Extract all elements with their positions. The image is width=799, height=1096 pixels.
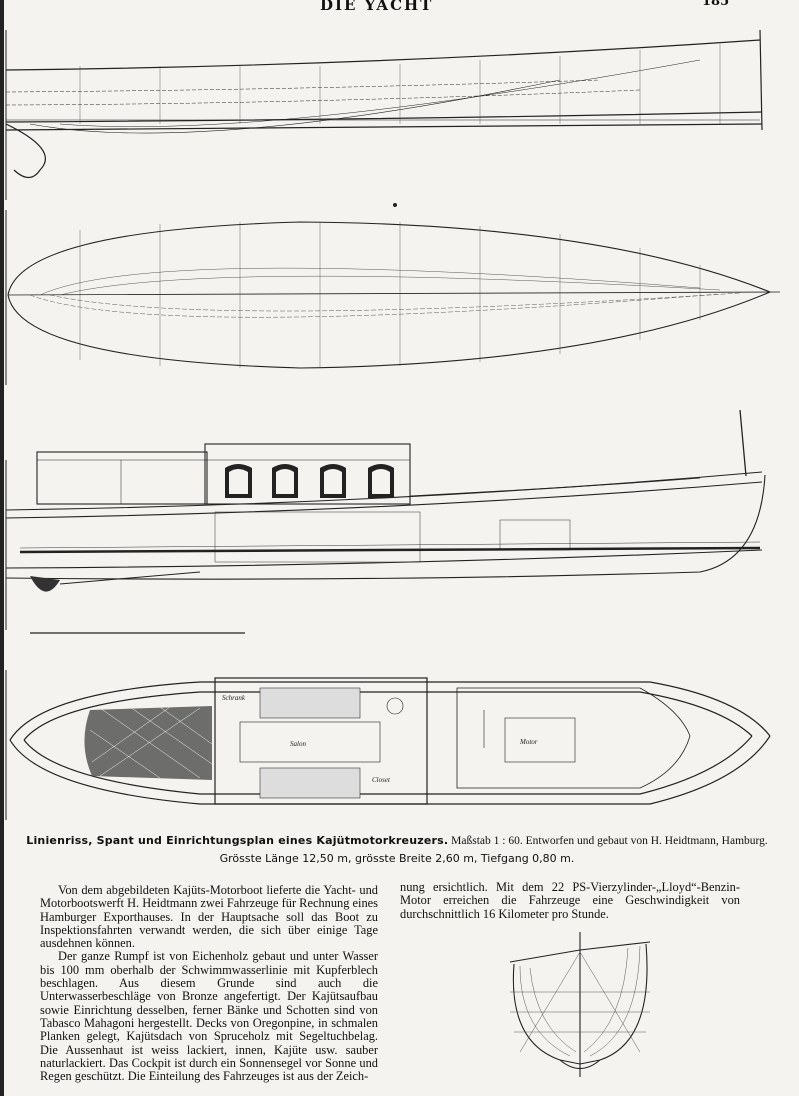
figure-caption: Linienriss, Spant und Einrichtungsplan e… (12, 832, 782, 867)
caption-details: Maßstab 1 : 60. Entworfen und gebaut von… (451, 835, 768, 847)
article-column-right: nung ersichtlich. Mit dem 22 PS-Vierzyli… (400, 880, 740, 921)
page-number: 185 (702, 0, 730, 9)
label-saloon: Salon (290, 740, 306, 748)
article-paragraph: Von dem abgebildeten Kajüts-Motorboot li… (40, 883, 378, 951)
page-header: DIE YACHT 185 (0, 0, 799, 20)
article-column-left: Von dem abgebildeten Kajüts-Motorboot li… (40, 883, 378, 1084)
label-engine: Motor (519, 738, 538, 746)
half-breadth-plan-drawing (5, 210, 781, 385)
sheer-plan-drawing (5, 29, 763, 207)
profile-arrangement-drawing (5, 409, 766, 634)
journal-title: DIE YACHT (320, 0, 434, 14)
page-edge-rule (0, 0, 4, 1096)
deck-plan-drawing: Salon Motor Schrank Closet (5, 670, 771, 820)
label-locker: Schrank (222, 694, 246, 702)
label-toilet: Closet (372, 776, 391, 784)
body-plan-drawing (509, 932, 651, 1077)
caption-title: Linienriss, Spant und Einrichtungsplan e… (26, 834, 449, 847)
article-paragraph: nung ersichtlich. Mit dem 22 PS-Vierzyli… (400, 880, 740, 921)
caption-dimensions: Grösste Länge 12,50 m, grösste Breite 2,… (219, 852, 575, 865)
article-paragraph: Der ganze Rumpf ist von Eichenholz gebau… (40, 949, 378, 1084)
